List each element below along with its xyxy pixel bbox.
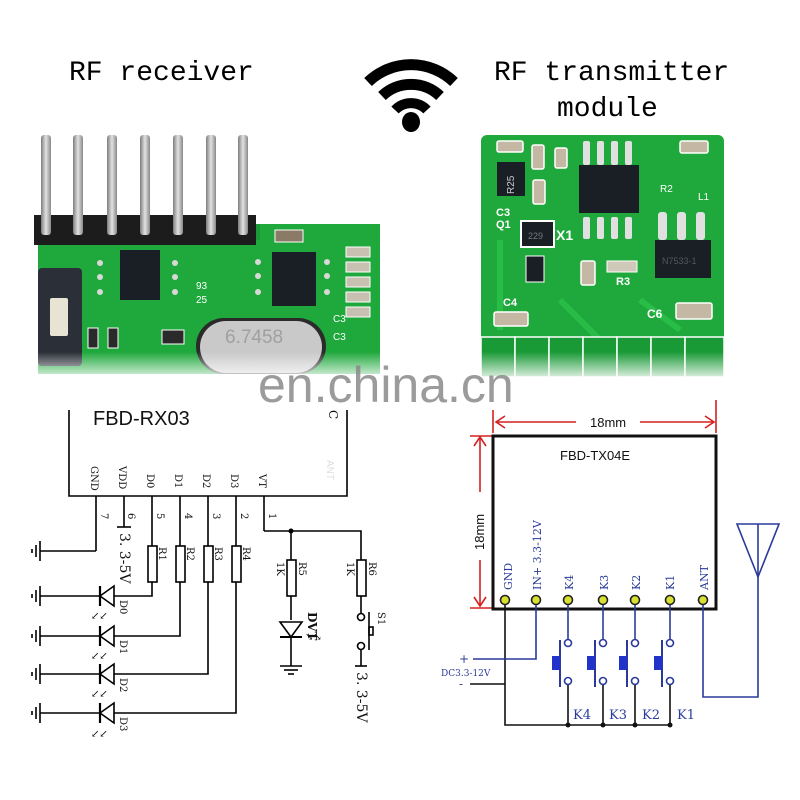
svg-text:↙↙: ↙↙ — [91, 611, 108, 622]
ground-symbols — [31, 541, 41, 723]
tx-pin-label: GND — [502, 563, 515, 590]
tx-pin-label: IN+ 3.3-12V — [531, 519, 544, 590]
svg-text:↘↘: ↘↘ — [305, 632, 322, 643]
rx-pin-name: VDD — [116, 465, 127, 489]
rx-pin-num: 7 — [98, 513, 109, 519]
rx-r6-name: R6 — [366, 562, 377, 576]
led-diodes — [98, 584, 115, 725]
rx-pin-num: 6 — [125, 513, 136, 519]
regulator-mark: N7533-1 — [662, 256, 697, 266]
rx-pin-num: 3 — [210, 513, 221, 519]
rx-pin-name: D3 — [228, 474, 239, 488]
silk-label: C3 — [333, 332, 346, 343]
tx-pin-label: K4 — [563, 575, 576, 590]
tx-supply-plus: + — [459, 652, 469, 666]
rx-pin-num: 4 — [182, 513, 193, 519]
rx-dvt-label: DVT — [305, 612, 319, 641]
rx-led-label: D1 — [117, 640, 128, 654]
rx-r6-value: 1K — [344, 562, 355, 576]
svg-text:↙↙: ↙↙ — [91, 729, 108, 740]
silk-label-q1: Q1 — [496, 219, 511, 231]
rx-vdd-supply: 3. 3-5V — [116, 533, 132, 584]
silk-label: C3 — [333, 314, 346, 325]
silk-label-c4: C4 — [503, 297, 518, 309]
rx-led-label: D0 — [117, 600, 128, 614]
rx-switch-supply: 3. 3-5V — [353, 672, 369, 723]
rx-pin-name: D2 — [200, 474, 211, 488]
rx-pin-name: D1 — [172, 474, 183, 488]
tx-module-box — [491, 434, 718, 611]
rx-module-name: FBD-RX03 — [93, 408, 190, 430]
tx-pin-dots — [499, 594, 709, 606]
silk-label-r3: R3 — [616, 276, 630, 288]
rx-r5-name: R5 — [296, 562, 307, 576]
tx-pin-label: ANT — [698, 564, 711, 591]
transmitter-title: RF transmitter — [494, 58, 730, 89]
transistor-mark: R25 — [506, 175, 517, 194]
button-actuators — [552, 656, 662, 670]
tx-width-dim: 18mm — [590, 415, 626, 430]
rx-pin-name: D0 — [144, 474, 155, 488]
junction-dots — [565, 722, 673, 728]
tx-button-label: K2 — [642, 708, 660, 723]
rx-pin-num: 2 — [238, 513, 249, 519]
rx-resistor-label: R4 — [240, 547, 251, 561]
header-pins — [41, 135, 248, 235]
svg-text:↙↙: ↙↙ — [91, 651, 108, 662]
rx-resistor-label: R3 — [212, 547, 223, 561]
tx-pin-label: K1 — [664, 575, 677, 590]
rx-pin-num: 1 — [266, 513, 277, 519]
silk-label-r2: R2 — [660, 184, 673, 195]
silk-label-c6: C6 — [647, 307, 663, 321]
rx-pin-num: 5 — [154, 513, 165, 519]
tx-button-label: K3 — [609, 708, 627, 723]
svg-text:↙↙: ↙↙ — [91, 689, 108, 700]
tx-supply-minus: - — [459, 677, 463, 691]
watermark: en.china.cn — [258, 357, 514, 413]
rx-resistor-label: R1 — [156, 547, 167, 561]
rx-pin-name: GND — [88, 466, 99, 491]
receiver-title: RF receiver — [69, 58, 254, 89]
silk-label: 93 — [196, 281, 208, 292]
rx-switch-label: S1 — [375, 612, 386, 625]
tx-pin-label: K3 — [598, 575, 611, 590]
rx-r5-value: 1K — [274, 562, 285, 576]
rx-ant-label: ANT — [324, 460, 335, 480]
led-arrows: ↙↙ ↙↙ ↙↙ ↙↙ ↘↘ — [91, 611, 322, 740]
crystal-label: 6.7458 — [225, 327, 283, 348]
tx-pin-label: K2 — [630, 575, 643, 590]
tx-height-dim: 18mm — [472, 514, 487, 550]
rx-led-label: D2 — [117, 678, 128, 692]
rx-led-label: D3 — [117, 717, 128, 731]
tx-button-label: K4 — [573, 708, 591, 723]
svg-text:C: C — [326, 410, 340, 419]
transmitter-title-line2: module — [557, 94, 658, 125]
silk-label-c3: C3 — [496, 207, 510, 219]
tx-supply-label: DC3.3-12V — [441, 669, 491, 679]
silk-label: 25 — [196, 295, 208, 306]
dimension-lines — [470, 400, 717, 609]
rx-pin-name: VT — [256, 473, 267, 488]
crystal-mark: 229 — [528, 231, 543, 241]
silk-label-x1: X1 — [556, 227, 573, 243]
tx-button-label: K1 — [677, 708, 695, 723]
rx-resistor-label: R2 — [184, 547, 195, 561]
tx-module-name: FBD-TX04E — [560, 448, 630, 463]
silk-label-l1: L1 — [698, 192, 710, 203]
